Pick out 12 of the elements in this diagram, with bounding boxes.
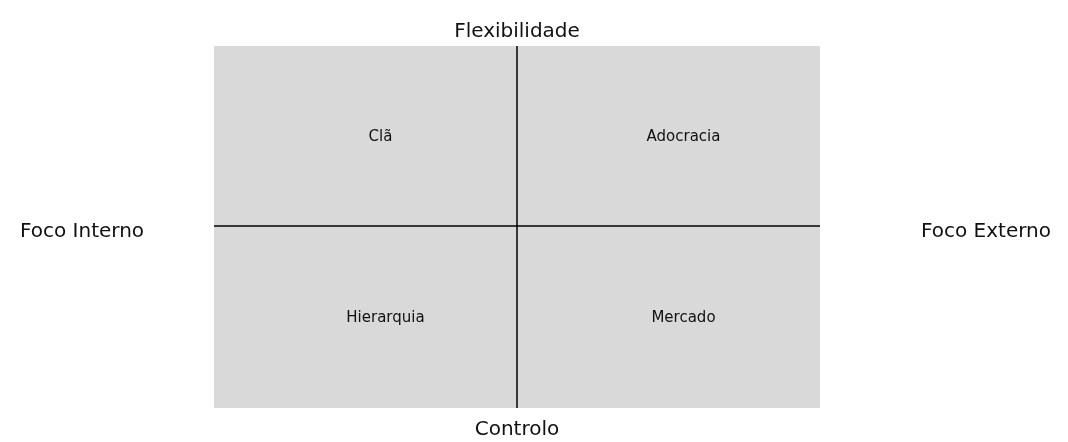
axis-label: Foco Externo: [921, 218, 1051, 242]
quadrant-label: Hierarquia: [346, 308, 425, 326]
quadrant-label: Clã: [368, 127, 393, 145]
quadrant-box: [517, 46, 820, 226]
quadrant-label: Adocracia: [646, 127, 721, 145]
axis-label: Flexibilidade: [454, 18, 580, 42]
axis-label: Foco Interno: [19, 218, 145, 242]
axis-label: Controlo: [474, 416, 560, 440]
quadrant-box: [214, 46, 517, 226]
quadrant-label: Mercado: [651, 308, 716, 326]
quadrant-box: [214, 226, 517, 408]
quadrant-box: [517, 226, 820, 408]
